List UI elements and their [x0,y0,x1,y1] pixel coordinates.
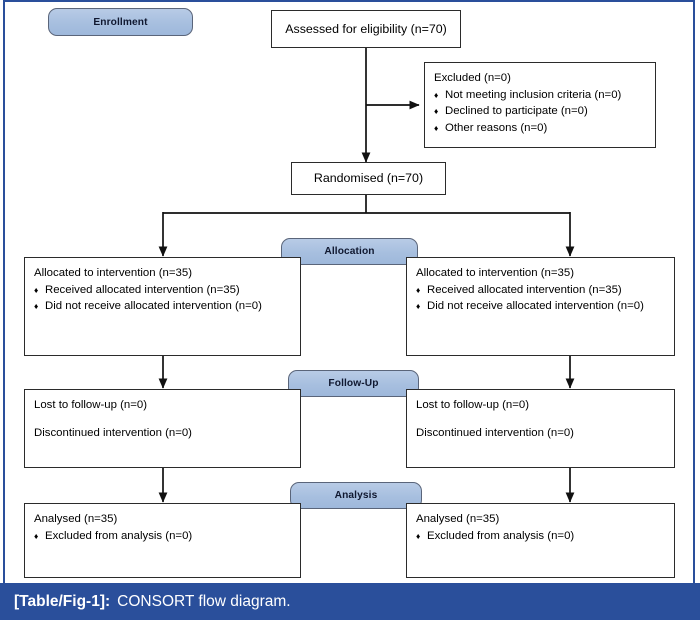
followup-right-line1: Lost to follow-up (n=0) [416,399,530,411]
allocation-right-title: Allocated to intervention (n=35) [416,267,574,279]
stage-label-analysis: Analysis [334,490,378,501]
stage-pill-analysis: Analysis [290,482,422,509]
analysis-right-list: Excluded from analysis (n=0) [416,528,665,545]
allocation-right-list: Received allocated intervention (n=35) D… [416,282,665,315]
followup-left-line1: Lost to follow-up (n=0) [34,399,148,411]
stage-pill-enrollment: Enrollment [48,8,193,36]
allocation-left-list: Received allocated intervention (n=35) D… [34,282,291,315]
stage-pill-followup: Follow-Up [288,370,419,397]
box-analysis-right: Analysed (n=35) Excluded from analysis (… [406,503,675,578]
box-excluded: Excluded (n=0) Not meeting inclusion cri… [424,62,656,148]
box-assessed-for-eligibility: Assessed for eligibility (n=70) [271,10,461,48]
box-analysis-left: Analysed (n=35) Excluded from analysis (… [24,503,301,578]
caption-tag: [Table/Fig-1]: [14,592,111,610]
list-item: Excluded from analysis (n=0) [416,528,665,545]
box-randomised: Randomised (n=70) [291,162,446,195]
excluded-reason-list: Not meeting inclusion criteria (n=0) Dec… [434,87,646,137]
box-followup-right: Lost to follow-up (n=0) Discontinued int… [406,389,675,468]
allocation-left-title: Allocated to intervention (n=35) [34,267,192,279]
list-item: Received allocated intervention (n=35) [416,282,665,299]
caption-text: CONSORT flow diagram. [117,592,291,610]
list-item: Other reasons (n=0) [434,120,646,137]
list-item: Did not receive allocated intervention (… [416,298,665,315]
list-item: Received allocated intervention (n=35) [34,282,291,299]
followup-right-line2: Discontinued intervention (n=0) [416,426,574,439]
list-item: Not meeting inclusion criteria (n=0) [434,87,646,104]
stage-label-allocation: Allocation [324,246,375,257]
box-allocation-left: Allocated to intervention (n=35) Receive… [24,257,301,356]
stage-pill-allocation: Allocation [281,238,418,265]
list-item: Did not receive allocated intervention (… [34,298,291,315]
figure-caption-bar: [Table/Fig-1]: CONSORT flow diagram. [0,583,700,620]
stage-label-followup: Follow-Up [328,378,379,389]
flow-connectors [158,48,575,503]
list-item: Declined to participate (n=0) [434,103,646,120]
list-item: Excluded from analysis (n=0) [34,528,291,545]
excluded-title: Excluded (n=0) [434,72,511,84]
box-followup-left: Lost to follow-up (n=0) Discontinued int… [24,389,301,468]
box-allocation-right: Allocated to intervention (n=35) Receive… [406,257,675,356]
analysis-right-title: Analysed (n=35) [416,513,500,525]
randomised-text: Randomised (n=70) [313,171,424,186]
analysis-left-list: Excluded from analysis (n=0) [34,528,291,545]
assessed-text: Assessed for eligibility (n=70) [285,21,447,36]
followup-left-line2: Discontinued intervention (n=0) [34,426,192,439]
analysis-left-title: Analysed (n=35) [34,513,118,525]
stage-label-enrollment: Enrollment [93,16,148,28]
